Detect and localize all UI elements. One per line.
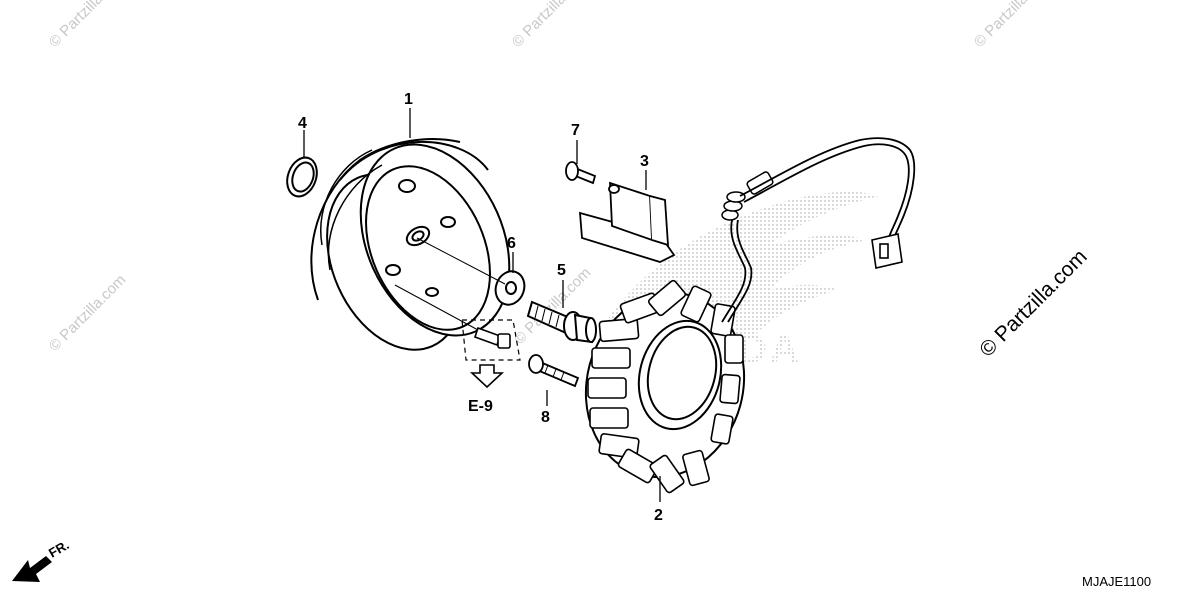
front-label: FR. (46, 537, 72, 560)
flange-bolt-part (526, 300, 597, 344)
watermark-top-right: © Partzilla.com (971, 0, 1054, 51)
grommet-part (721, 171, 774, 221)
front-arrow-icon (12, 556, 52, 582)
callout-2: 2 (654, 507, 663, 524)
callout-5: 5 (557, 262, 566, 279)
callout-1: 1 (404, 91, 413, 108)
watermark-left: © Partzilla.com (46, 271, 129, 354)
stator-part (584, 137, 916, 494)
bolt-part-7 (565, 161, 597, 185)
diagram-code: MJAJE1100 (1082, 574, 1151, 589)
screw-part (528, 354, 580, 388)
front-direction-marker: FR. (12, 537, 72, 582)
side-watermark: © Partzilla.com (975, 245, 1091, 361)
reference-arrow-icon (469, 364, 505, 389)
callout-3: 3 (640, 153, 649, 170)
watermark-group: © Partzilla.com © Partzilla.com © Partzi… (46, 0, 1054, 355)
clamp-part (579, 181, 676, 263)
callout-6: 6 (507, 235, 516, 252)
watermark-top-left: © Partzilla.com (46, 0, 129, 51)
flywheel-part (310, 138, 511, 351)
washer-part (494, 270, 526, 306)
reference-label: E-9 (468, 398, 493, 415)
watermark-top-mid: © Partzilla.com (509, 0, 592, 51)
connector-part (871, 233, 903, 269)
callout-4: 4 (298, 115, 307, 132)
callout-8: 8 (541, 409, 550, 426)
callout-leaders (303, 108, 661, 502)
small-bolt-part (473, 326, 511, 349)
reference-box (461, 319, 521, 361)
o-ring-part (286, 156, 318, 198)
callout-7: 7 (571, 122, 580, 139)
